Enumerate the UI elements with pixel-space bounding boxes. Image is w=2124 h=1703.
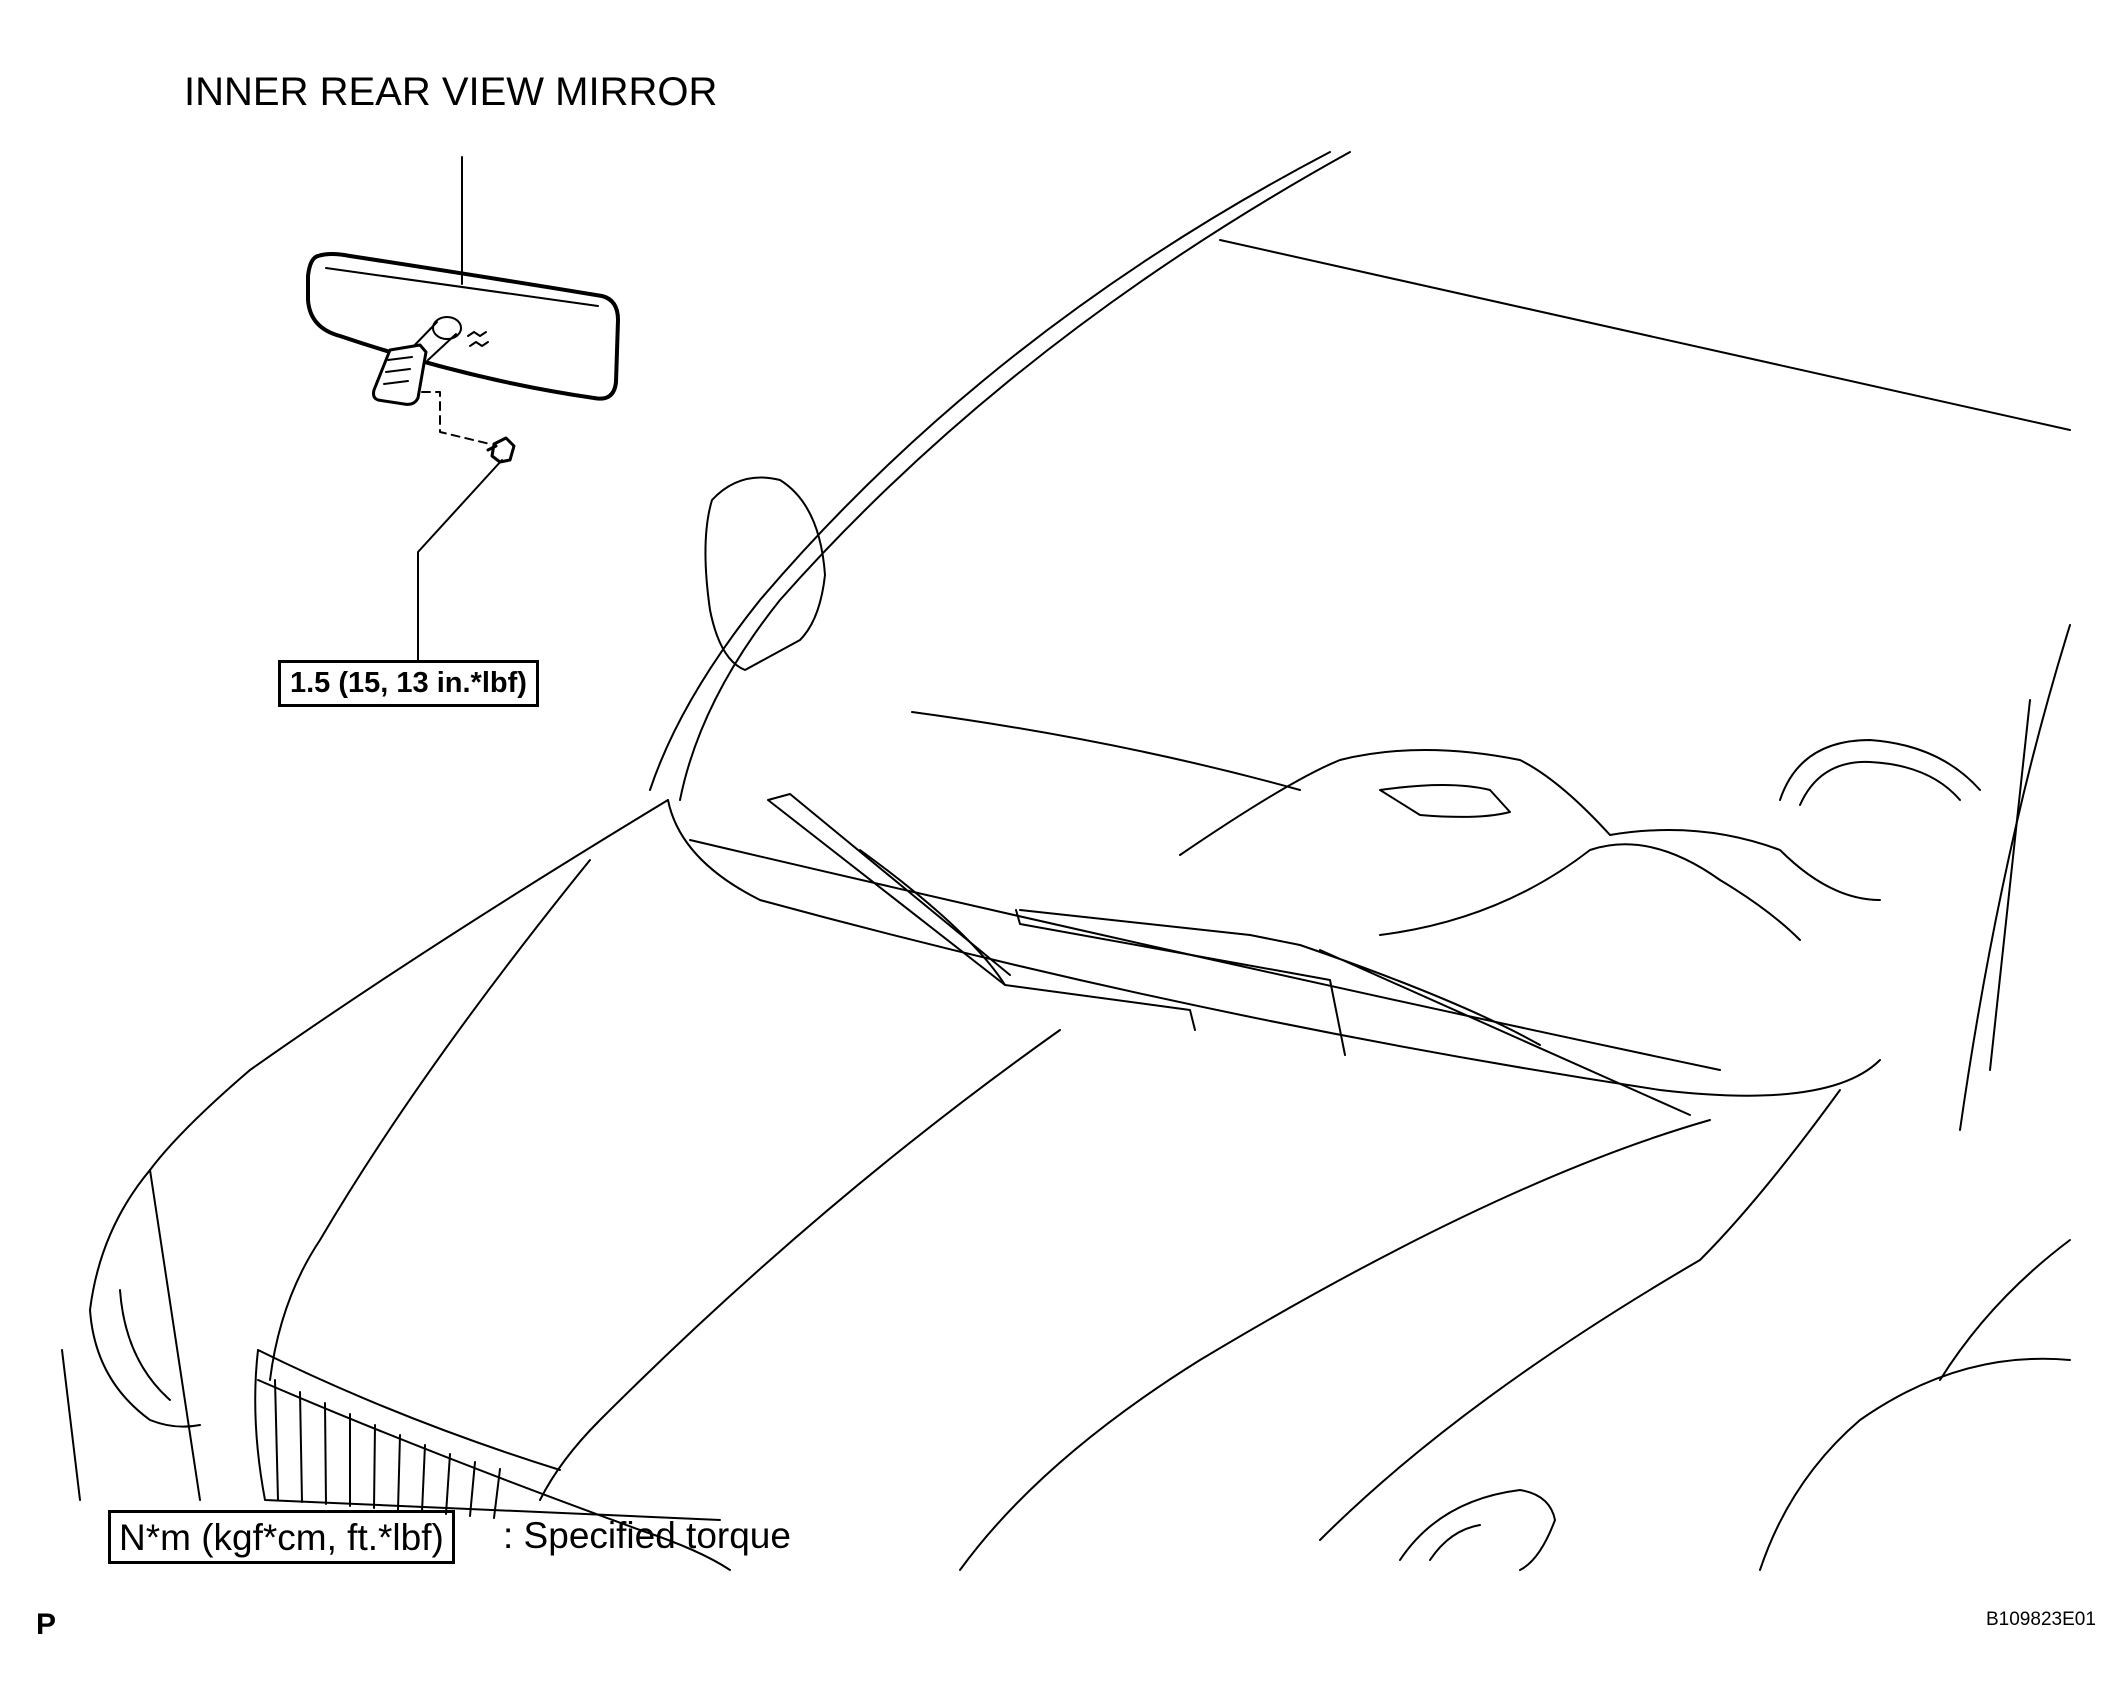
dashboard-lower [1380,844,1800,940]
right-pillar [1960,625,2070,1130]
fog-lamp [1400,1490,1555,1570]
corner-letter: P [36,1608,57,1641]
a-pillar-inner [680,152,1350,800]
steering-wheel-rim [1780,740,1980,805]
wiper-blade-left [768,794,1010,985]
mirror-mount-bracket [374,345,427,404]
figure-id: B109823E01 [1986,1609,2096,1630]
hood-front-edge [258,1380,730,1570]
install-guide-dashed [422,392,490,444]
dashboard-top [912,712,1300,790]
torque-value-callout: 1.5 (15, 13 in.*lbf) [278,660,539,707]
fender-line [150,1170,200,1500]
wiper-blade-right [1016,910,1345,1055]
hood-right-crease [1320,1090,1840,1540]
headlamp-outline [90,1170,200,1427]
mirror-body [308,254,618,399]
vehicle-outline [62,152,2070,1570]
torque-leader-line [418,460,502,662]
right-fender-curve [1760,1359,2070,1570]
windshield-lower-edge [668,800,1880,1096]
mirror-mount-detail [384,357,412,384]
torque-legend-description: : Specified torque [503,1515,791,1556]
cowl-line [690,840,1720,1070]
hood-right-edge [960,1120,1710,1570]
wiper-arm-right [1300,945,1690,1115]
dashboard-vent [1380,785,1510,817]
hood-crease-left [270,860,590,1380]
wiper-arm-left [860,850,1195,1030]
diagram-title: INNER REAR VIEW MIRROR [184,70,718,114]
mirror-stay-socket [433,317,461,339]
mirror-inner-edge [326,268,598,306]
hood-crease-center [540,1030,1060,1500]
torque-unit-legend-box: N*m (kgf*cm, ft.*lbf) [108,1510,455,1564]
headlamp-inner [120,1290,170,1400]
mirror-mount-marking [468,332,488,346]
dashboard-hump [1180,750,1880,900]
grille-slats [275,1380,500,1518]
mirror-assembly [308,157,618,662]
side-mirror [705,478,825,671]
fender-lower [62,1350,80,1500]
grille-outline [255,1350,720,1520]
mounting-screw [488,438,514,462]
a-pillar-outer [650,152,1330,790]
roof-edge [1220,240,2070,430]
right-pillar-inner [1990,700,2030,1070]
right-lower-crease [1940,1240,2070,1380]
hood-left-edge [150,800,668,1170]
